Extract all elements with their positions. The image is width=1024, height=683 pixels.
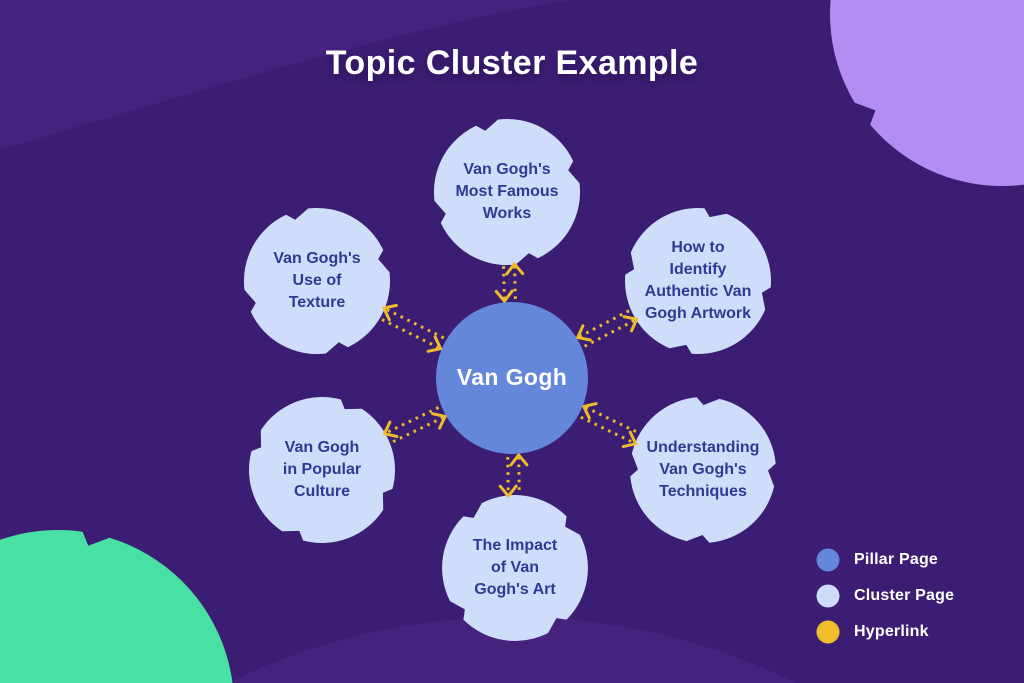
legend-label: Cluster Page bbox=[854, 587, 955, 604]
cluster-node-bottom-right: Understanding Van Gogh's Techniques bbox=[628, 395, 778, 545]
bg-swirl-bottom bbox=[228, 617, 796, 683]
legend-item-hyperlink: Hyperlink bbox=[816, 620, 954, 644]
cluster-circle bbox=[433, 118, 581, 266]
cluster-node-bottom: The Impact of Van Gogh's Art bbox=[440, 493, 590, 643]
cluster-node-top-right: How to Identify Authentic Van Gogh Artwo… bbox=[623, 206, 773, 356]
cluster-node-top-left: Van Gogh's Use of Texture bbox=[242, 206, 392, 356]
legend-item-cluster-page: Cluster Page bbox=[816, 584, 954, 608]
legend-label: Hyperlink bbox=[854, 623, 929, 640]
cluster-label: Van Gogh's Most Famous Works bbox=[455, 160, 559, 223]
cluster-node-top: Van Gogh's Most Famous Works bbox=[432, 117, 582, 267]
legend: Pillar Page Cluster Page Hyperlink bbox=[816, 548, 954, 644]
pillar-label: Van Gogh bbox=[456, 364, 568, 391]
cluster-label: Understanding Van Gogh's Techniques bbox=[646, 438, 760, 501]
cluster-node-bottom-left: Van Gogh in Popular Culture bbox=[247, 395, 397, 545]
hyperlink-dot-icon bbox=[816, 620, 840, 644]
legend-label: Pillar Page bbox=[854, 551, 939, 568]
cluster-circle bbox=[625, 208, 771, 354]
bg-swirl-top-left bbox=[0, 0, 570, 150]
cluster-circle bbox=[630, 397, 776, 543]
legend-item-pillar-page: Pillar Page bbox=[816, 548, 954, 572]
decor-blob-green bbox=[0, 530, 233, 683]
pillar-page-dot-icon bbox=[816, 548, 840, 572]
cluster-label: The Impact of Van Gogh's Art bbox=[472, 536, 558, 599]
cluster-label: How to Identify Authentic Van Gogh Artwo… bbox=[644, 238, 752, 323]
decor-blob-purple bbox=[830, 0, 1024, 187]
cluster-label: Van Gogh in Popular Culture bbox=[282, 438, 362, 501]
cluster-page-dot-icon bbox=[816, 584, 840, 608]
cluster-label: Van Gogh's Use of Texture bbox=[273, 249, 361, 312]
cluster-circle bbox=[442, 495, 588, 641]
cluster-circle bbox=[243, 207, 391, 355]
page-title: Topic Cluster Example bbox=[325, 44, 699, 82]
pillar-node: Van Gogh bbox=[436, 302, 588, 454]
cluster-circle bbox=[249, 397, 395, 543]
pillar-circle bbox=[436, 302, 588, 454]
